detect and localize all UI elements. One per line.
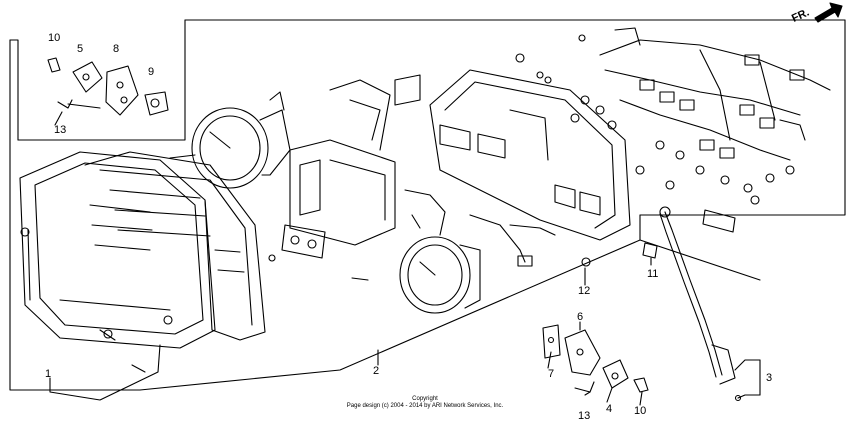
lower-hardware — [542, 324, 649, 393]
trip-reset-bracket — [642, 209, 736, 259]
callout-4: 4 — [606, 403, 613, 415]
callout-13-top: 13 — [54, 124, 67, 136]
callout-10-bottom: 10 — [634, 405, 647, 417]
callout-6: 6 — [577, 311, 584, 323]
tachometer-gauge — [169, 91, 291, 189]
speedometer-gauge — [399, 214, 526, 314]
callout-5: 5 — [77, 43, 84, 55]
copyright-line-1: Copyright — [412, 396, 438, 402]
meter-case-lens — [19, 151, 216, 349]
upper-left-hardware — [47, 57, 169, 116]
callout-12: 12 — [578, 285, 591, 297]
speedometer-cable — [659, 206, 742, 402]
callout-2: 2 — [373, 365, 380, 377]
callout-9: 9 — [148, 66, 155, 78]
callout-11: 11 — [647, 268, 659, 280]
screws — [99, 257, 591, 373]
callout-7: 7 — [548, 368, 555, 380]
bulb-socket-harness — [578, 27, 831, 161]
terminal-plate — [281, 224, 326, 259]
callout-8: 8 — [113, 43, 120, 55]
callout-leaders — [49, 111, 761, 406]
front-direction-arrow-icon — [814, 2, 843, 23]
callout-3: 3 — [766, 372, 773, 384]
gauge-wiring — [404, 189, 556, 267]
assembly-boundary-lines — [9, 19, 846, 391]
copyright-line-2: Page design (c) 2004 - 2014 by ARI Netwo… — [346, 403, 504, 409]
callout-10-top: 10 — [48, 32, 61, 44]
callout-1: 1 — [45, 368, 52, 380]
meter-housing-rear — [429, 53, 631, 241]
callout-13-bottom: 13 — [578, 410, 591, 422]
indicator-bulbs — [570, 95, 795, 205]
printed-circuit-board — [289, 74, 421, 246]
gauge-panel-housing — [84, 151, 276, 341]
